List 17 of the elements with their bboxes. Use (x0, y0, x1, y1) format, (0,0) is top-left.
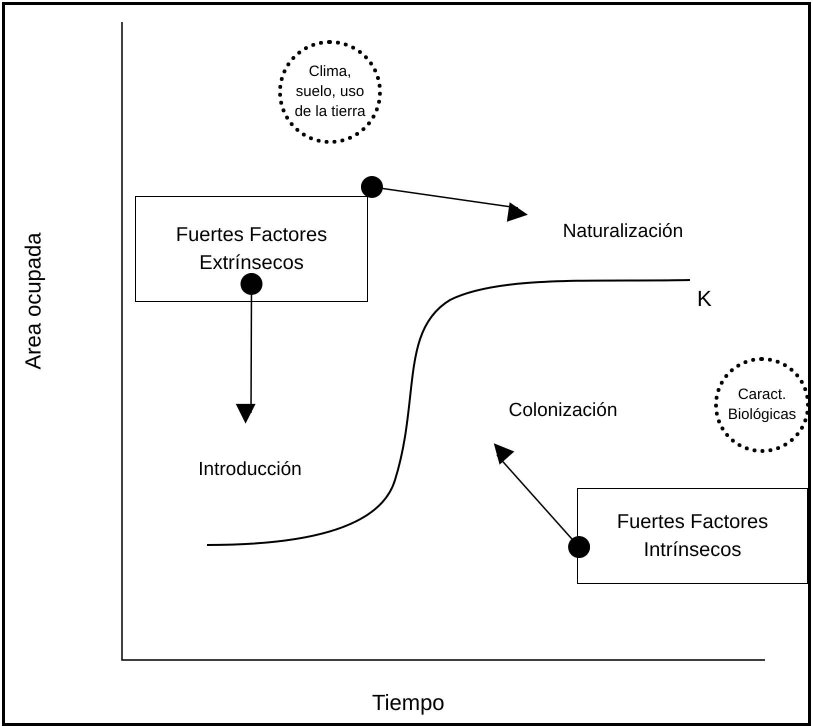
stage-label: Naturalización (528, 218, 718, 246)
curve-label: K (697, 286, 712, 312)
factor-box (577, 488, 808, 584)
stage-label: Colonización (480, 397, 646, 425)
circle-label: Clima, suelo, uso de la tierra (294, 62, 366, 122)
axis-title: Area ocupada (20, 232, 46, 370)
dotted-circle (714, 357, 810, 453)
box-label: Fuertes Factores Extrínsecos (174, 223, 328, 276)
circle-label: Caract. Biológicas (726, 385, 798, 425)
dotted-circle (278, 40, 382, 144)
arrow (494, 443, 590, 558)
arrow (360, 176, 528, 222)
arrow (236, 272, 262, 424)
axis-title: Tiempo (372, 690, 445, 716)
stage-label: Introducción (165, 456, 335, 484)
box-label: Fuertes Factores Intrínsecos (616, 510, 770, 563)
factor-box (135, 196, 368, 302)
